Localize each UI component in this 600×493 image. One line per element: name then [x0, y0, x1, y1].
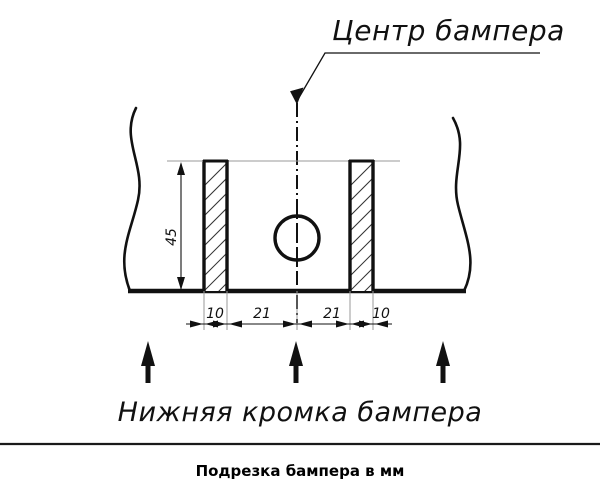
- hdim-label-4: 10: [372, 306, 390, 322]
- hdim-arrow-e: [283, 320, 296, 328]
- left-hatched-column: [202, 159, 229, 292]
- center-leader-line: [290, 52, 540, 105]
- leader-line-path: [296, 52, 540, 102]
- hdim-label-1: 10: [206, 306, 224, 322]
- right-break-line: [451, 116, 472, 293]
- hdim-label-2: 21: [253, 306, 271, 322]
- footer-caption: Подрезка бампера в мм: [196, 462, 405, 480]
- hdim-arrow-j: [375, 320, 388, 328]
- up-arrow-right-icon: [436, 341, 450, 383]
- hdim-arrow-c: [213, 320, 226, 328]
- upward-arrows-group: [141, 341, 450, 383]
- left-break-line: [122, 106, 141, 293]
- right-column-hatching: [349, 161, 374, 291]
- hdim-arrow-a: [190, 320, 203, 328]
- horizontal-dimension-chain: 10 21 21 10: [186, 291, 392, 330]
- leader-arrowhead-icon: [290, 87, 304, 105]
- vertical-dimension-45: 45: [164, 160, 203, 290]
- vdim-label-45: 45: [164, 228, 180, 246]
- right-hatched-column: [348, 159, 375, 292]
- hdim-arrow-g: [336, 320, 349, 328]
- hdim-arrow-i: [359, 320, 372, 328]
- hdim-label-3: 21: [323, 306, 341, 322]
- left-column-hatching: [203, 161, 228, 291]
- title-center-of-bumper: Центр бампера: [332, 14, 565, 47]
- subtitle-lower-edge-of-bumper: Нижняя кромка бампера: [118, 397, 483, 428]
- vdim-arrow-top-icon: [177, 162, 185, 175]
- vdim-arrow-bottom-icon: [177, 277, 185, 290]
- hdim-arrow-d: [229, 320, 242, 328]
- up-arrow-left-icon: [141, 341, 155, 383]
- up-arrow-center-icon: [289, 341, 303, 383]
- hdim-arrow-f: [299, 320, 312, 328]
